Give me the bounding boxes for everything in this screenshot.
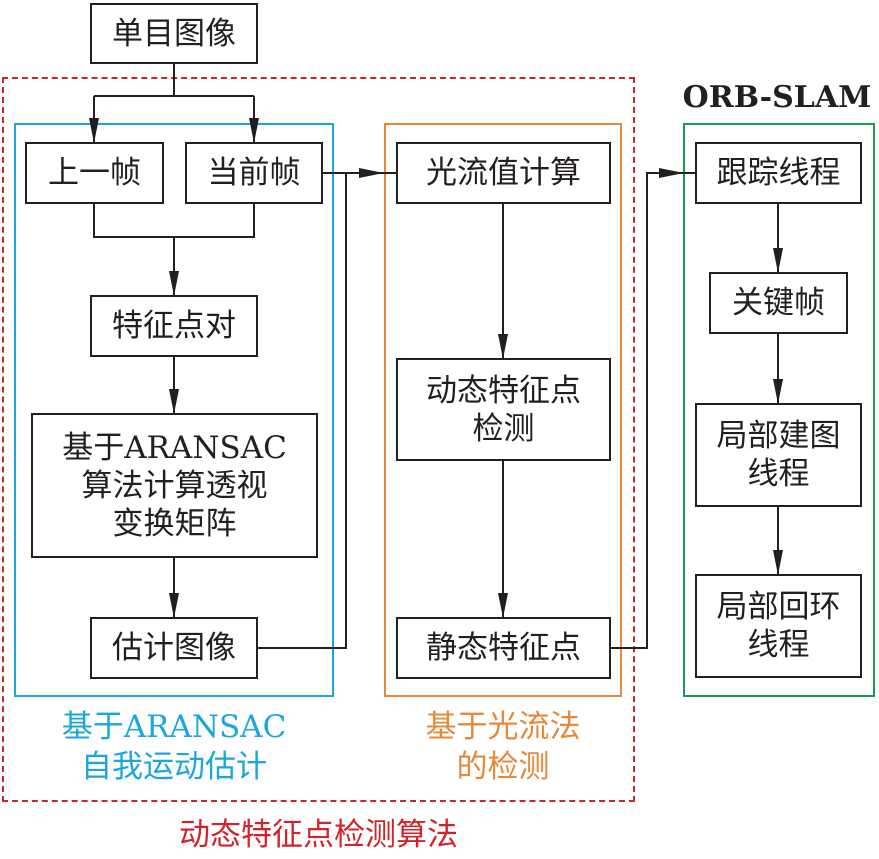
node-estimated-image: 估计图像 — [90, 617, 258, 679]
arrowhead-curr — [249, 118, 259, 143]
label-orb-slam: ORB-SLAM — [682, 80, 872, 115]
label-aransac-ego-motion: 基于ARANSAC 自我运动估计 — [61, 709, 287, 785]
node-previous-frame: 上一帧 — [25, 142, 164, 204]
edge-estimate-to-flow — [258, 173, 347, 649]
arrowhead-tracking — [659, 168, 684, 178]
group-aransac-ego-motion — [14, 123, 334, 697]
edge-static-to-tracking — [611, 172, 696, 649]
arrowhead-ransac — [169, 389, 179, 414]
group-orb-slam — [683, 123, 875, 697]
node-monocular-image: 单目图像 — [90, 3, 258, 64]
node-current-frame: 当前帧 — [185, 142, 323, 204]
arrowhead-pairs — [169, 271, 179, 296]
arrowhead-mapping — [773, 379, 783, 404]
arrowhead-flow — [359, 168, 384, 178]
arrowhead-prev — [89, 118, 99, 143]
node-dynamic-feature-detection: 动态特征点 检测 — [396, 358, 611, 461]
edge-monocular-split — [94, 63, 254, 97]
label-optical-flow-detection: 基于光流法 的检测 — [425, 709, 581, 785]
node-feature-pairs: 特征点对 — [90, 295, 258, 357]
node-optical-flow-compute: 光流值计算 — [396, 142, 611, 204]
arrowhead-estimate — [169, 593, 179, 618]
arrowhead-dynamic — [498, 334, 508, 359]
arrowhead-keyframe — [773, 248, 783, 273]
node-keyframe: 关键帧 — [709, 272, 848, 334]
arrowhead-loop — [773, 550, 783, 575]
node-static-feature-points: 静态特征点 — [396, 617, 611, 679]
arrowhead-static — [498, 593, 508, 618]
group-dynamic-feature-detection — [2, 77, 635, 802]
node-local-loop-closing-thread: 局部回环 线程 — [695, 574, 862, 678]
node-tracking-thread: 跟踪线程 — [695, 142, 862, 204]
label-dynamic-feature-detection-algorithm: 动态特征点检测算法 — [179, 817, 458, 853]
group-optical-flow-detection — [384, 123, 622, 697]
node-local-mapping-thread: 局部建图 线程 — [695, 403, 862, 507]
node-ransac-perspective-matrix: 基于ARANSAC 算法计算透视 变换矩阵 — [31, 413, 318, 558]
